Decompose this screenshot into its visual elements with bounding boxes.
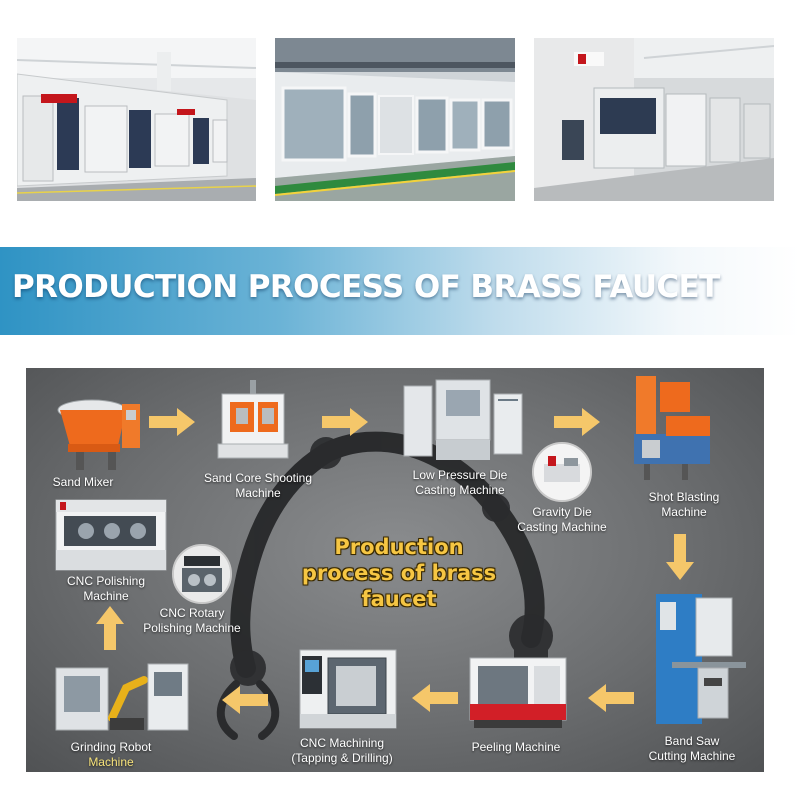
process-diagram: Sand Mixer Sand Core Shooting Machine Lo… <box>26 368 764 772</box>
peeling-machine-image <box>466 648 570 730</box>
cnc-polishing-machine-image <box>54 498 168 572</box>
step-label-band-saw: Band Saw Cutting Machine <box>648 734 736 763</box>
step-label-cnc-polishing: CNC Polishing Machine <box>66 574 146 603</box>
sand-mixer-image <box>46 390 142 472</box>
step-label-sand-core-shooting: Sand Core Shooting Machine <box>203 471 313 500</box>
arrow-left-icon <box>412 684 458 712</box>
gravity-die-casting-image <box>532 442 592 502</box>
grinding-robot-machine-image <box>52 658 192 738</box>
band-saw-cutting-machine-image <box>642 592 750 730</box>
factory-photo-casting-line <box>17 38 256 201</box>
step-label-sand-mixer: Sand Mixer <box>52 475 114 489</box>
sand-core-shooting-image <box>214 380 292 460</box>
factory-photo-machine-hall <box>534 38 774 201</box>
step-label-shot-blasting: Shot Blasting Machine <box>648 490 720 519</box>
arrow-down-icon <box>666 534 694 580</box>
arrow-right-icon <box>322 408 368 436</box>
section-banner: PRODUCTION PROCESS OF BRASS FAUCET <box>0 247 800 335</box>
step-label-cnc-rotary: CNC Rotary Polishing Machine <box>143 606 241 635</box>
low-pressure-die-casting-image <box>398 376 528 466</box>
arrow-right-icon <box>149 408 195 436</box>
banner-title: PRODUCTION PROCESS OF BRASS FAUCET <box>12 269 720 305</box>
cnc-machining-image <box>296 644 400 734</box>
step-label-cnc-machining: CNC Machining (Tapping & Drilling) <box>291 736 393 765</box>
arrow-left-icon <box>588 684 634 712</box>
step-label-low-pressure-die: Low Pressure Die Casting Machine <box>412 468 508 497</box>
diagram-center-title: Production process of brass faucet <box>301 535 497 611</box>
arrow-up-icon <box>96 606 124 650</box>
arrow-right-icon <box>554 408 600 436</box>
step-label-gravity-die: Gravity Die Casting Machine <box>517 505 607 534</box>
cnc-rotary-polishing-image <box>172 544 232 604</box>
arrow-left-icon <box>222 686 268 714</box>
factory-photo-clean-room <box>275 38 515 201</box>
step-label-peeling: Peeling Machine <box>471 740 561 754</box>
step-label-grinding-robot: Grinding Robot Machine <box>70 740 152 769</box>
shot-blasting-machine-image <box>626 372 722 482</box>
